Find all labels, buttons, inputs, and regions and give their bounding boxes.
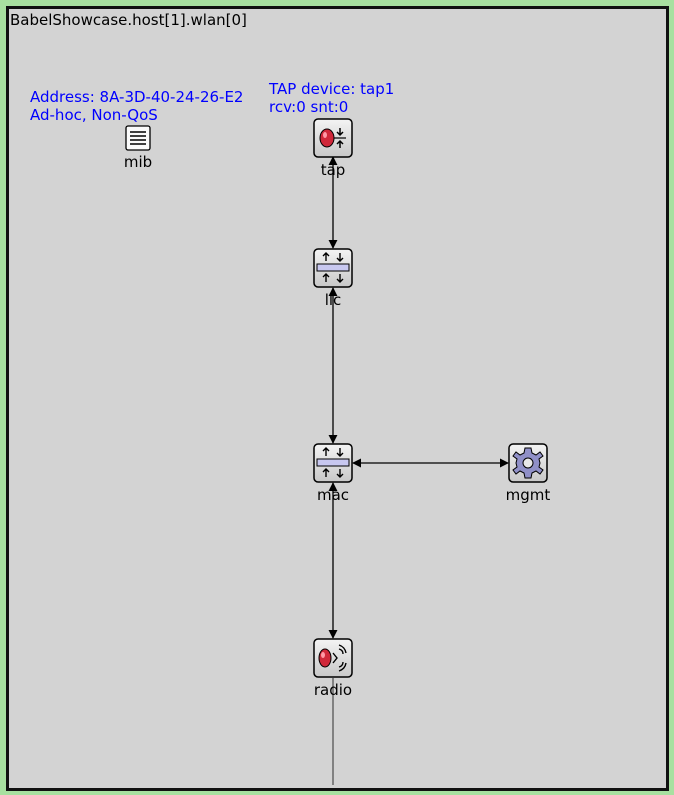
mib-label: mib [123, 153, 153, 171]
tap-device-icon[interactable] [313, 118, 353, 158]
llc-label: llc [324, 291, 342, 309]
mib-mode-text: Ad-hoc, Non-QoS [30, 106, 158, 124]
radio-label: radio [313, 681, 353, 699]
tap-info: TAP device: tap1 rcv:0 snt:0 [269, 80, 394, 116]
document-list-icon[interactable] [125, 125, 151, 151]
layer-block-icon[interactable] [313, 443, 353, 483]
mgmt-label: mgmt [505, 486, 551, 504]
mac-label: mac [316, 486, 350, 504]
tap-label: tap [320, 161, 346, 179]
radio-icon[interactable] [313, 638, 353, 678]
tap-counters-text: rcv:0 snt:0 [269, 98, 349, 116]
mib-address-text: Address: 8A-3D-40-24-26-E2 [30, 88, 244, 106]
layer-block-icon[interactable] [313, 248, 353, 288]
tap-device-text: TAP device: tap1 [269, 80, 395, 98]
mib-info: Address: 8A-3D-40-24-26-E2 Ad-hoc, Non-Q… [30, 88, 243, 124]
gear-icon[interactable] [508, 443, 548, 483]
network-title: BabelShowcase.host[1].wlan[0] [10, 11, 247, 29]
